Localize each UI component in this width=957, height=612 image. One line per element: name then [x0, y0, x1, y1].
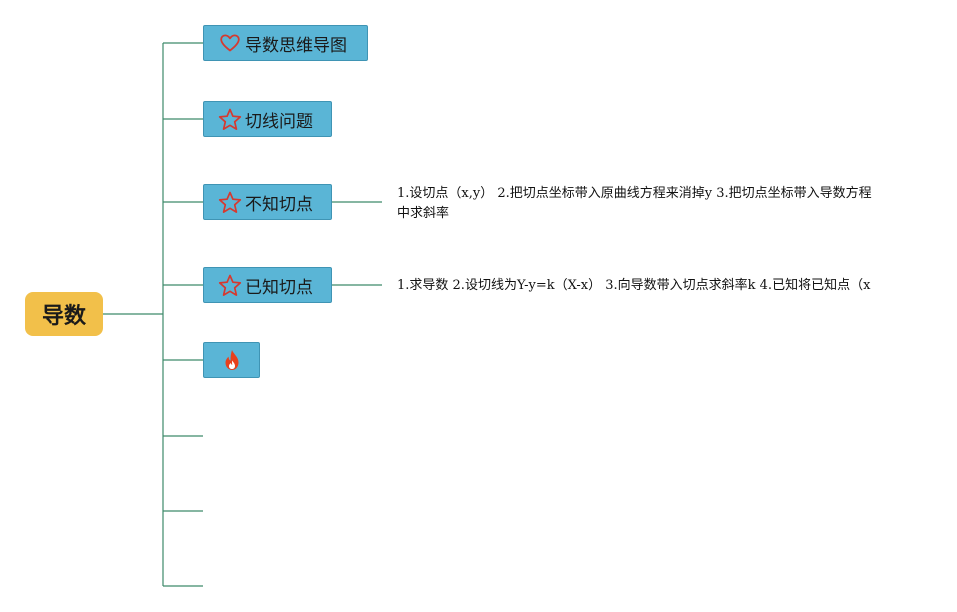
root-node[interactable]: 导数	[25, 292, 103, 336]
note-line: 1.设切点（x,y） 2.把切点坐标带入原曲线方程来消掉y 3.把切点坐标带入导…	[397, 186, 872, 201]
note-line: 中求斜率	[397, 206, 450, 221]
branch-node-unknown-point[interactable]: 不知切点	[203, 184, 332, 220]
note-unknown-point: 1.设切点（x,y） 2.把切点坐标带入原曲线方程来消掉y 3.把切点坐标带入导…	[397, 184, 872, 224]
star-icon	[217, 190, 243, 214]
branch-node-known-point[interactable]: 已知切点	[203, 267, 332, 303]
branch-node-mind-map[interactable]: 导数思维导图	[203, 25, 368, 61]
branch-node-tangent-problem[interactable]: 切线问题	[203, 101, 332, 137]
branch-node-label: 切线问题	[245, 111, 313, 132]
root-node-label: 导数	[41, 304, 86, 329]
star-icon	[217, 273, 243, 297]
star-icon	[217, 107, 243, 131]
fire-icon	[219, 348, 245, 372]
note-line: 1.求导数 2.设切线为Y-y=k（X-x） 3.向导数带入切点求斜率k 4.已…	[397, 278, 871, 293]
branch-node-label: 不知切点	[245, 194, 313, 215]
heart-icon	[217, 31, 243, 55]
branch-node-fire[interactable]	[203, 342, 260, 378]
branch-node-label: 已知切点	[245, 277, 313, 298]
note-known-point: 1.求导数 2.设切线为Y-y=k（X-x） 3.向导数带入切点求斜率k 4.已…	[397, 276, 870, 296]
branch-node-label: 导数思维导图	[245, 35, 347, 56]
